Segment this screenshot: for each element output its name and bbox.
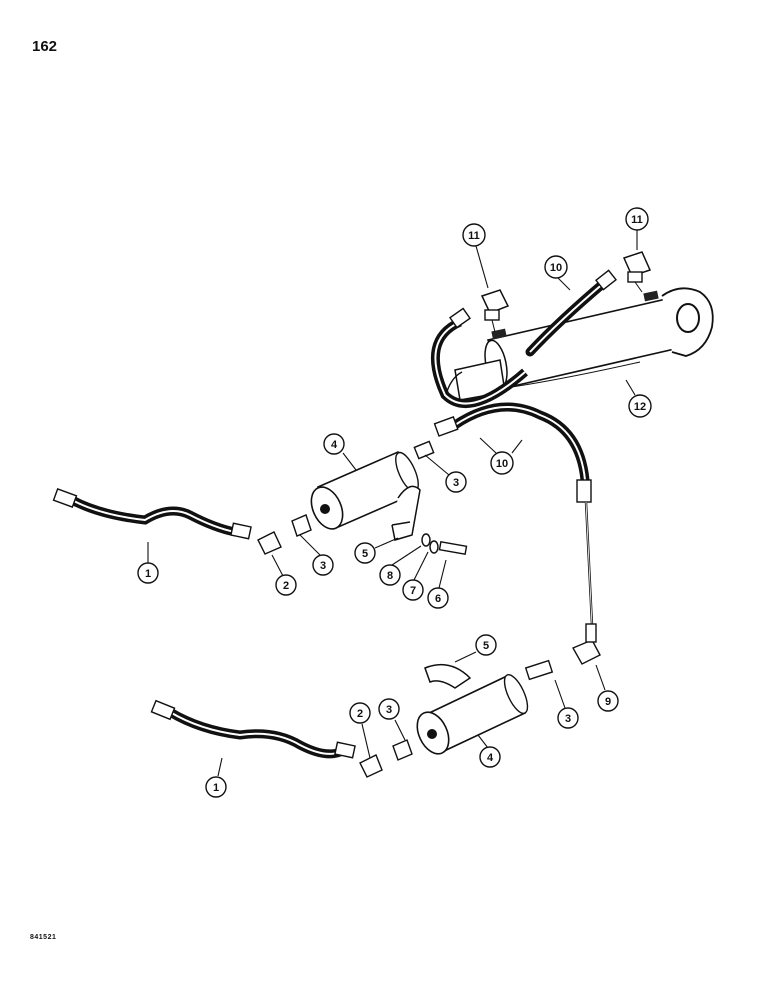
svg-text:3: 3 — [453, 477, 459, 489]
clamp-lower — [424, 663, 472, 689]
hose-upper-left — [52, 488, 252, 540]
svg-text:11: 11 — [468, 230, 480, 242]
svg-text:1: 1 — [145, 568, 151, 580]
svg-text:5: 5 — [483, 640, 489, 652]
callout-10-lower: 10 — [490, 451, 514, 475]
adapter-upper-right — [413, 440, 435, 460]
callout-2-lower: 2 — [349, 702, 371, 724]
hydraulic-cylinder — [444, 287, 714, 401]
leader-lines — [147, 230, 638, 777]
svg-text:4: 4 — [331, 439, 338, 451]
svg-text:8: 8 — [387, 570, 393, 582]
callout-5-upper: 5 — [354, 542, 376, 564]
callout-3-upper-left: 3 — [312, 554, 334, 576]
svg-text:2: 2 — [357, 708, 363, 720]
callout-2-upper: 2 — [275, 574, 297, 596]
callout-1-lower: 1 — [205, 776, 227, 798]
callout-6: 6 — [427, 587, 449, 609]
svg-text:3: 3 — [320, 560, 326, 572]
svg-text:3: 3 — [565, 713, 571, 725]
callout-11-left: 11 — [462, 223, 486, 247]
svg-text:10: 10 — [550, 262, 562, 274]
callout-3-lower-right: 3 — [557, 707, 579, 729]
callout-11-right: 11 — [625, 207, 649, 231]
svg-text:12: 12 — [634, 401, 646, 413]
svg-text:4: 4 — [487, 752, 494, 764]
callout-9: 9 — [597, 690, 619, 712]
callout-3-lower-left: 3 — [378, 698, 400, 720]
svg-text:5: 5 — [362, 548, 368, 560]
clamp-upper — [391, 485, 421, 541]
upper-hoses — [430, 269, 617, 626]
callout-3-upper-right: 3 — [445, 471, 467, 493]
svg-text:10: 10 — [496, 458, 508, 470]
callout-8: 8 — [379, 564, 401, 586]
fittings-upper-left — [257, 514, 312, 555]
page-number: 162 — [32, 38, 58, 55]
hose-lower-left — [150, 699, 356, 759]
svg-text:3: 3 — [386, 704, 392, 716]
fittings-lower-left — [359, 739, 413, 778]
valve-body-lower — [416, 673, 529, 755]
svg-text:6: 6 — [435, 593, 441, 605]
svg-text:1: 1 — [213, 782, 219, 794]
callout-1-upper: 1 — [137, 562, 159, 584]
callout-4-upper: 4 — [323, 433, 345, 455]
svg-text:11: 11 — [631, 214, 643, 226]
elbow-fitting-lower — [572, 623, 601, 665]
elbow-fitting-right — [622, 251, 652, 293]
elbow-fitting-left — [480, 289, 510, 333]
fitting-lower-right — [524, 659, 554, 681]
svg-text:9: 9 — [605, 696, 611, 708]
callout-10-upper: 10 — [544, 255, 568, 279]
callout-7: 7 — [402, 579, 424, 601]
callout-4-lower: 4 — [479, 746, 501, 768]
svg-text:2: 2 — [283, 580, 289, 592]
callout-12: 12 — [628, 394, 652, 418]
figure-code: 841521 — [30, 934, 57, 941]
svg-text:7: 7 — [410, 585, 416, 597]
bolt — [438, 540, 468, 556]
callout-5-lower: 5 — [475, 634, 497, 656]
washer-pair — [421, 533, 439, 554]
